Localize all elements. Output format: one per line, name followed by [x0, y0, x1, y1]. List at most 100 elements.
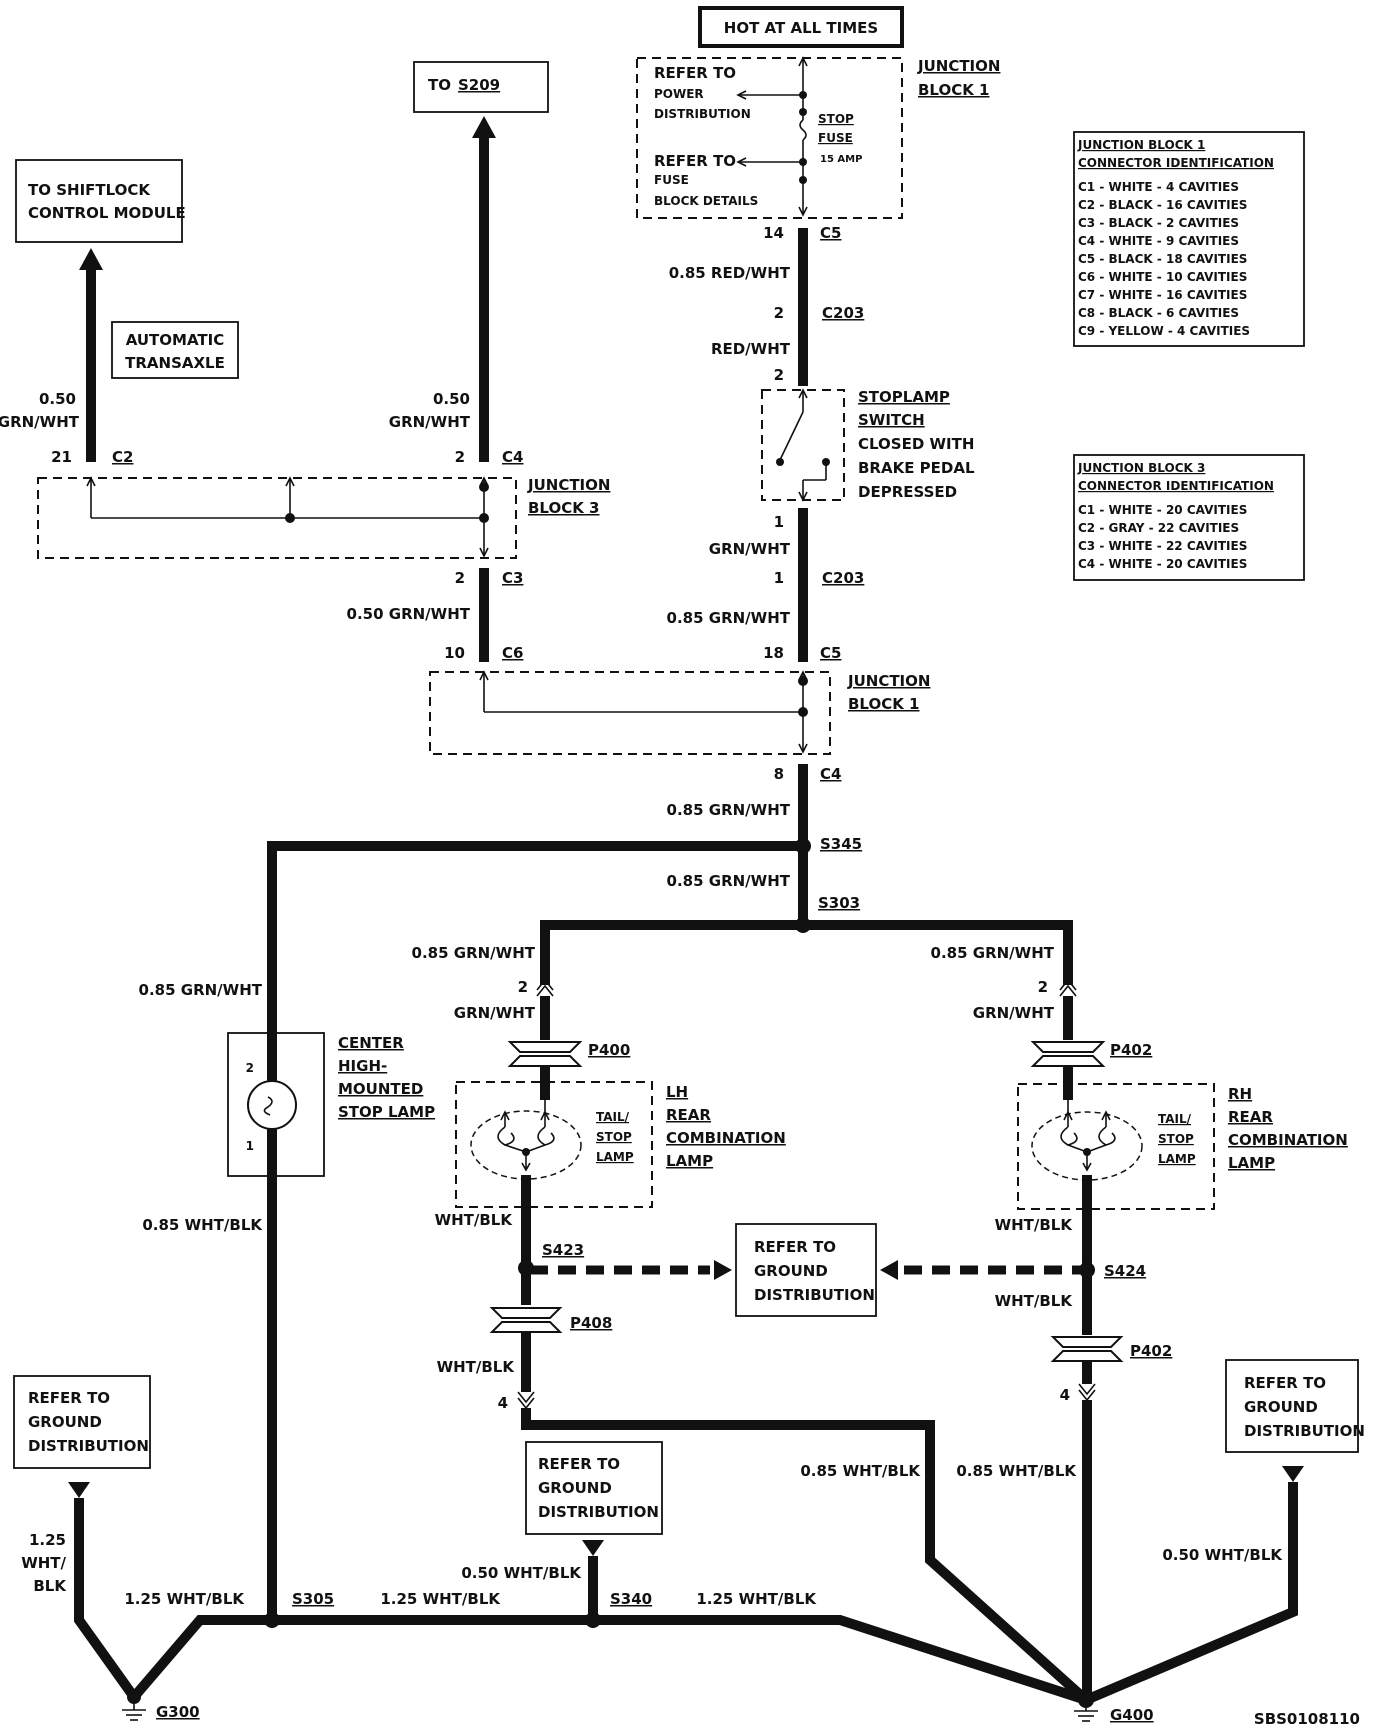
to-s209-to: TO [428, 76, 451, 94]
connector-c5-bottom: C5 [820, 644, 841, 662]
connector-c203-bottom: C203 [822, 569, 864, 587]
wire-s340-right-label: 1.25 WHT/BLK [696, 1590, 817, 1608]
ground-left-line-1: REFER TO [28, 1389, 110, 1407]
rh-wire-4: WHT/BLK [995, 1292, 1074, 1310]
wire-050-right-label: 0.50 WHT/BLK [1162, 1546, 1283, 1564]
stop-fuse-label-2: FUSE [818, 131, 853, 145]
ground-right-line-2: GROUND [1244, 1398, 1318, 1416]
ground-center-line-3: DISTRIBUTION [754, 1286, 875, 1304]
wire-lh-to-g400 [521, 1408, 1090, 1704]
pin-2-c4: 2 [455, 448, 465, 466]
rh-wire-top: 0.85 GRN/WHT [931, 944, 1055, 962]
jb3-table-title: JUNCTION BLOCK 3 [1077, 461, 1205, 475]
wire-right-ground [1084, 1482, 1298, 1705]
pin-2-switch: 2 [774, 366, 784, 384]
ground-mid-line-1: REFER TO [538, 1455, 620, 1473]
stoplamp-switch-label-4: BRAKE PEDAL [858, 459, 975, 477]
p400-label: P400 [588, 1041, 630, 1059]
wire-shiftlock-color: GRN/WHT [0, 413, 80, 431]
rh-tail-label-2: STOP [1158, 1132, 1194, 1146]
chmsl-pin-2: 2 [246, 1061, 254, 1075]
automatic-transaxle-label-2: TRANSAXLE [125, 354, 225, 372]
rh-connector-icon [1059, 978, 1077, 997]
ground-center-line-1: REFER TO [754, 1238, 836, 1256]
ground-distribution-mid-box [525, 1441, 663, 1535]
to-s209-box [413, 61, 549, 113]
jb1-table-row: C8 - BLACK - 6 CAVITIES [1078, 306, 1239, 320]
p402-top-connector-icon [1030, 1041, 1106, 1067]
ground-link-lh-arrow-icon [714, 1260, 732, 1280]
stoplamp-switch-label: STOPLAMP [858, 388, 950, 406]
stop-fuse-amp: 15 AMP [820, 154, 862, 165]
p400-connector-icon [507, 1041, 583, 1067]
wire-125-label-3: BLK [33, 1577, 67, 1595]
ground-left-line-2: GROUND [28, 1413, 102, 1431]
stoplamp-switch-icon [776, 388, 830, 502]
jb1-connector-table [1073, 131, 1305, 347]
ground-distribution-left-box [13, 1375, 151, 1469]
rh-lamp-label-2: REAR [1228, 1108, 1273, 1126]
p408-label: P408 [570, 1314, 612, 1332]
rh-tail-stop-bulb-icon [1031, 1100, 1143, 1181]
pin-18: 18 [763, 644, 784, 662]
pin-2-c3: 2 [455, 569, 465, 587]
rh-connector-4-icon [1078, 1383, 1096, 1402]
pin-2-c203: 2 [774, 304, 784, 322]
hot-at-all-times-label: HOT AT ALL TIMES [724, 19, 878, 37]
chmsl-pin-1: 1 [246, 1139, 254, 1153]
splice-s303-label: S303 [818, 894, 860, 912]
ground-right-line-3: DISTRIBUTION [1244, 1422, 1365, 1440]
to-shiftlock-label-2: CONTROL MODULE [28, 204, 186, 222]
ground-center-line-2: GROUND [754, 1262, 828, 1280]
chmsl-wire-bottom: 0.85 WHT/BLK [142, 1216, 263, 1234]
lh-wire-3: WHT/BLK [435, 1211, 514, 1229]
wire-s345-to-chmsl [267, 841, 803, 1052]
chmsl-label-3: MOUNTED [338, 1080, 423, 1098]
splice-s340-label: S340 [610, 1590, 652, 1608]
jb1-table-row: C2 - BLACK - 16 CAVITIES [1078, 198, 1247, 212]
to-s209-ref: S209 [458, 76, 500, 94]
chmsl-wire-top: 0.85 GRN/WHT [139, 981, 263, 999]
p402-bottom-connector-icon [1050, 1336, 1124, 1362]
ground-distribution-right-box [1225, 1359, 1359, 1453]
jb1-table-title: JUNCTION BLOCK 1 [1077, 138, 1205, 152]
wire-s305-right-label: 1.25 WHT/BLK [380, 1590, 501, 1608]
chmsl-filament-icon [263, 1096, 273, 1116]
wire-lh-ground-label: 0.85 WHT/BLK [800, 1462, 921, 1480]
lh-lamp-label-4: LAMP [666, 1152, 713, 1170]
splice-s424-label: S424 [1104, 1262, 1146, 1280]
rh-wire-2: GRN/WHT [973, 1004, 1055, 1022]
ground-mid-ref-arrow-icon [582, 1540, 604, 1556]
stop-fuse-label: STOP [818, 112, 854, 126]
jb1-fuse-dashed-box [636, 57, 903, 219]
ref-power-text-3: DISTRIBUTION [654, 107, 751, 121]
lh-pin-4: 4 [498, 1394, 508, 1412]
ground-right-line-1: REFER TO [1244, 1374, 1326, 1392]
lh-wire-4: WHT/BLK [437, 1358, 516, 1376]
pin-8: 8 [774, 765, 784, 783]
ref-power-text: REFER TO [654, 64, 736, 82]
jb3-label-2: BLOCK 3 [528, 499, 600, 517]
lh-tail-stop-bulb-icon [470, 1100, 582, 1180]
hot-at-all-times-box [698, 6, 904, 48]
ground-left-line-3: DISTRIBUTION [28, 1437, 149, 1455]
g300-label: G300 [156, 1703, 200, 1721]
to-shiftlock-label: TO SHIFTLOCK [28, 181, 151, 199]
rh-tail-label: TAIL/ [1158, 1112, 1192, 1126]
chmsl-label-2: HIGH- [338, 1057, 387, 1075]
ground-left-ref-arrow-icon [68, 1482, 90, 1498]
jb3-internal [86, 476, 489, 558]
lh-pin-2: 2 [518, 978, 528, 996]
jb1-table-row: C6 - WHITE - 10 CAVITIES [1078, 270, 1247, 284]
rh-rear-combination-lamp-box [1017, 1083, 1215, 1210]
splice-s340 [585, 1612, 601, 1628]
p402-top-label: P402 [1110, 1041, 1152, 1059]
to-shiftlock-box [15, 159, 183, 243]
rh-tail-label-3: LAMP [1158, 1152, 1196, 1166]
ground-right-ref-arrow-icon [1282, 1466, 1304, 1482]
shiftlock-arrow-icon [79, 248, 103, 270]
wire-s303-bus [540, 920, 1073, 985]
wire-grn-wht-085-a: 0.85 GRN/WHT [667, 609, 791, 627]
diagram-code: SBS0108110 [1254, 1710, 1360, 1728]
